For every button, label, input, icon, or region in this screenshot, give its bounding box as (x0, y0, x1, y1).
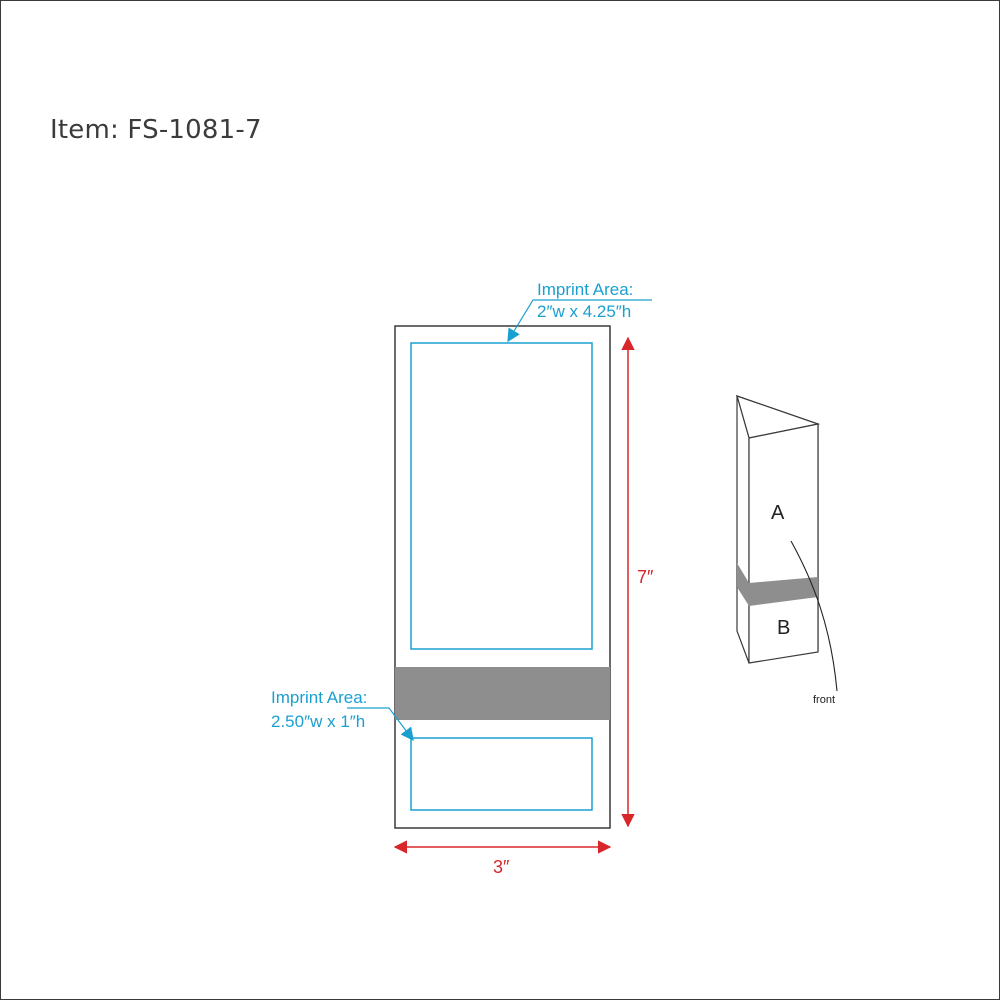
side-view-label-b: B (777, 617, 790, 639)
imprint-area-bottom (410, 737, 593, 811)
side-view-band-front (749, 577, 818, 606)
height-dimension-label: 7″ (637, 567, 654, 587)
imprint-bottom-size: 2.50″w x 1″h (271, 712, 365, 731)
item-prefix: Item: (50, 115, 119, 145)
width-dimension: 3″ (393, 840, 612, 877)
imprint-area-top (410, 342, 593, 650)
side-view-band-left (737, 563, 749, 606)
side-view: A B front (736, 395, 838, 706)
side-view-front-label: front (813, 694, 835, 706)
height-dimension: 7″ (621, 336, 654, 828)
front-leader-line (790, 540, 838, 692)
item-title: Item: FS-1081-7 (50, 115, 262, 145)
width-dimension-label: 3″ (493, 857, 510, 877)
side-view-left-face (736, 395, 750, 664)
imprint-bottom-title: Imprint Area: (271, 688, 367, 707)
imprint-bottom-callout: Imprint Area: 2.50″w x 1″h (271, 688, 414, 742)
imprint-bottom-leader (347, 707, 414, 742)
flat-layout (394, 325, 611, 829)
imprint-top-title: Imprint Area: (537, 280, 633, 299)
product-outline (394, 325, 611, 829)
imprint-top-leader (507, 299, 652, 343)
imprint-top-callout: Imprint Area: 2″w x 4.25″h (507, 280, 652, 343)
imprint-top-size: 2″w x 4.25″h (537, 302, 631, 321)
item-code: FS-1081-7 (127, 115, 262, 145)
side-view-label-a: A (771, 502, 785, 524)
gray-band (395, 667, 610, 720)
